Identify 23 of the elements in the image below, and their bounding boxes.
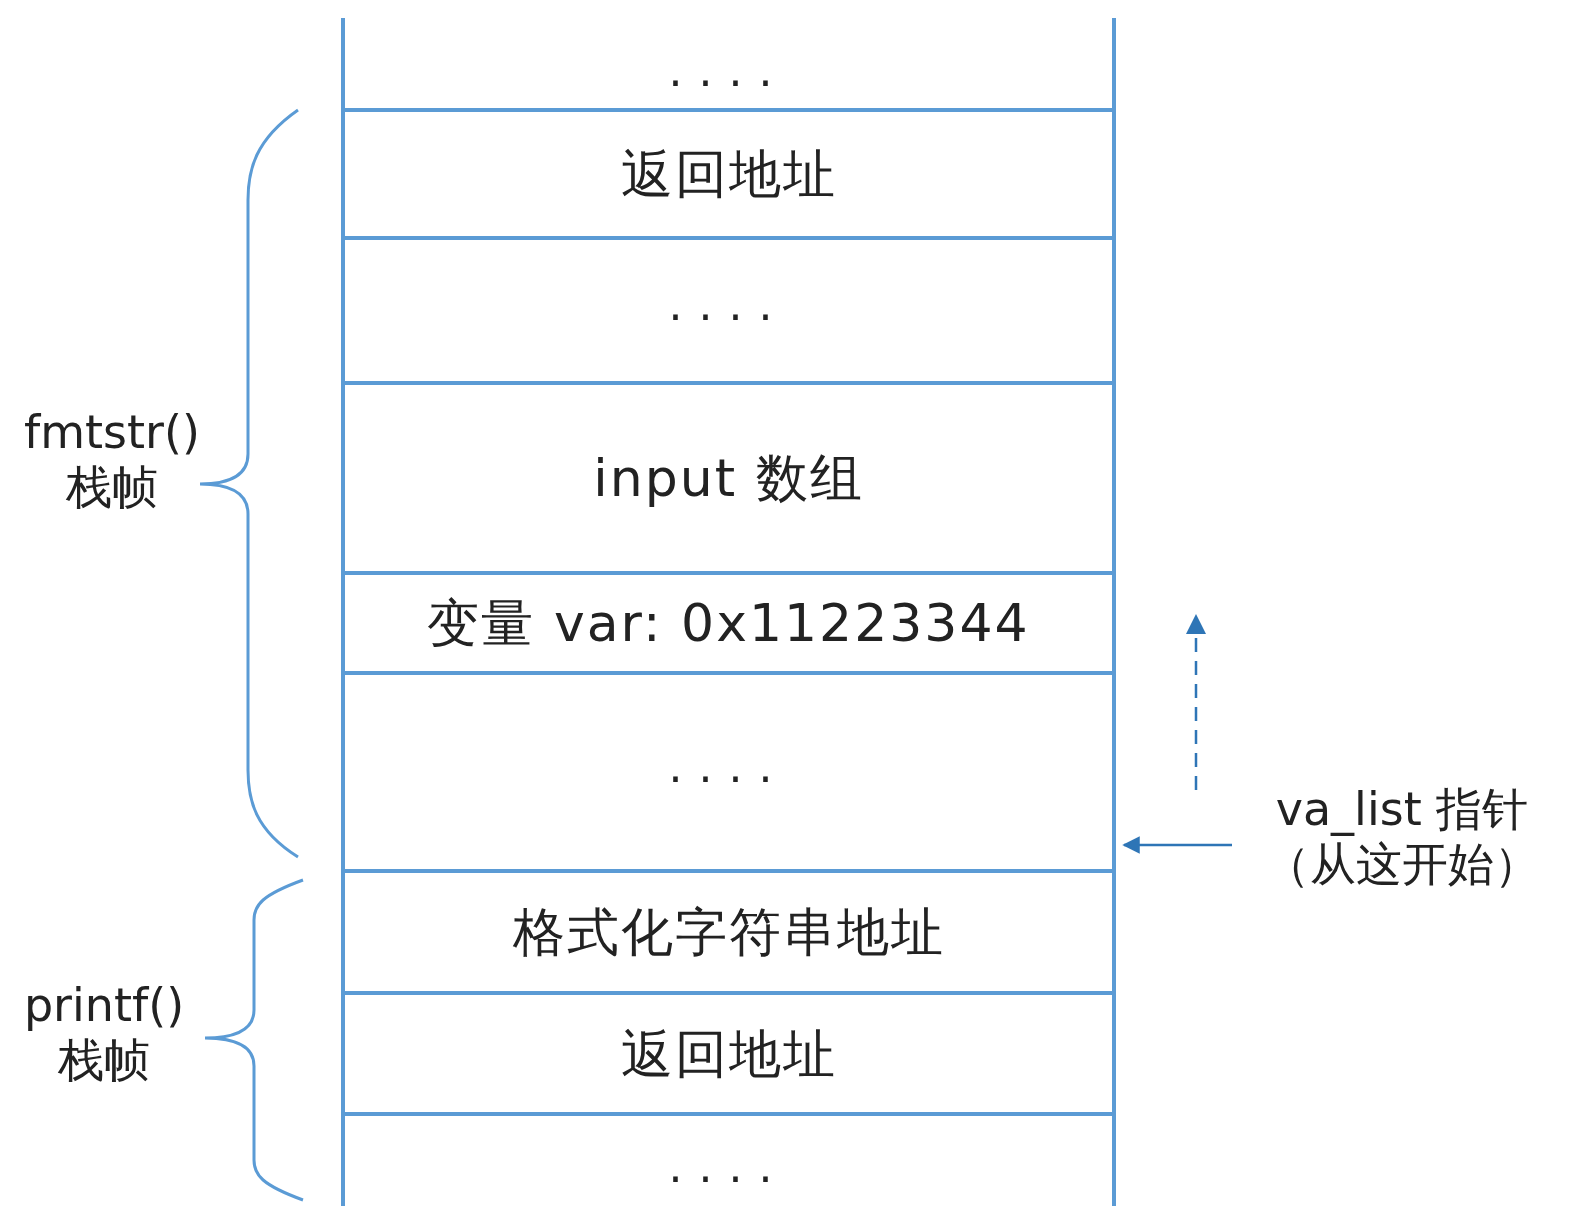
ellipsis: .... xyxy=(668,740,789,794)
slot-label: 返回地址 xyxy=(620,1022,837,1086)
frame-label: fmtstr() 栈帧 xyxy=(23,405,201,516)
pointer-label: （从这开始） xyxy=(1264,837,1540,893)
stack-slot xyxy=(341,1112,1116,1206)
stack-slot xyxy=(341,381,1116,573)
pointer-label: va_list 指针 xyxy=(1275,782,1529,838)
stack-slot xyxy=(341,991,1116,1114)
slot-label: input 数组 xyxy=(593,447,864,510)
arrow xyxy=(1122,836,1232,854)
slot-label: 返回地址 xyxy=(620,143,837,206)
stack-slot xyxy=(341,108,1116,238)
frame-label: printf() 栈帧 xyxy=(22,978,186,1089)
stack-slot xyxy=(341,869,1116,993)
stack-slot xyxy=(341,571,1116,673)
slot-label: 变量 var: 0x11223344 xyxy=(427,592,1030,655)
ellipsis: .... xyxy=(668,45,789,98)
stack-slot xyxy=(341,671,1116,871)
ellipsis: .... xyxy=(668,1141,789,1194)
stack-slot xyxy=(341,236,1116,383)
slot-label: 格式化字符串地址 xyxy=(512,901,945,964)
ellipsis: .... xyxy=(668,279,789,332)
stack-slot xyxy=(341,18,1116,110)
